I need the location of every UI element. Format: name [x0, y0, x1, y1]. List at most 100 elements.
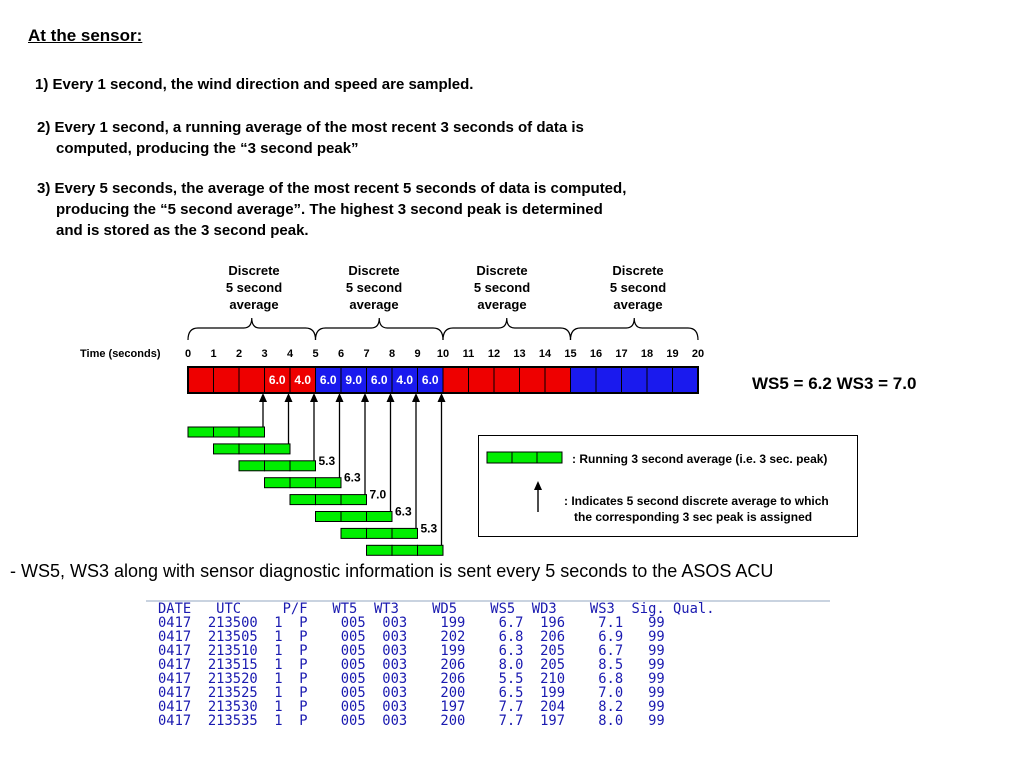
- running-average-bar: [340, 511, 367, 522]
- table-row: 0417 213510 1 P 005 003 199 6.3 205 6.7 …: [158, 643, 665, 659]
- running-average-bar: [289, 494, 316, 506]
- brace: [442, 317, 572, 341]
- legend-arrow-head: [534, 481, 542, 490]
- table-row: 0417 213505 1 P 005 003 202 6.8 206 6.9 …: [158, 629, 665, 645]
- step-2-line-1: 2) Every 1 second, a running average of …: [37, 119, 584, 136]
- table-row: 0417 213535 1 P 005 003 200 7.7 197 8.0 …: [158, 713, 665, 729]
- table-rule: [146, 600, 830, 602]
- timeline-cell: [213, 366, 240, 394]
- time-tick: 14: [538, 348, 552, 360]
- arrow-head: [412, 393, 420, 402]
- running-average-bar: [289, 477, 316, 489]
- legend-bar: [536, 451, 563, 464]
- cell-value: 4.0: [294, 373, 311, 387]
- timeline-cell: [468, 366, 495, 394]
- step-2-line-2: computed, producing the “3 second peak”: [56, 140, 359, 157]
- timeline-cell: [595, 366, 622, 394]
- running-average-bar: [213, 426, 240, 438]
- running-average-bar: [213, 443, 240, 455]
- peak-label: 6.3: [344, 471, 361, 485]
- running-average-bar: [264, 460, 291, 472]
- timeline-cell: [340, 366, 367, 394]
- timeline-border: [187, 366, 699, 394]
- step-3-line-2: producing the “5 second average”. The hi…: [56, 201, 603, 218]
- cell-value: 4.0: [396, 373, 413, 387]
- running-average-bar: [238, 443, 265, 455]
- running-average-bar: [391, 527, 418, 539]
- timeline-cell: [238, 366, 265, 394]
- legend-graphics: [486, 451, 563, 512]
- arrow-head: [284, 393, 293, 402]
- step-3-line-3: and is stored as the 3 second peak.: [56, 222, 309, 239]
- braces: [187, 317, 699, 341]
- cell-value: 6.0: [422, 373, 439, 387]
- step-1: 1) Every 1 second, the wind direction an…: [35, 76, 474, 93]
- time-tick: 15: [564, 348, 577, 360]
- running-average-bar: [315, 511, 342, 522]
- time-tick: 5: [312, 348, 319, 360]
- timeline-cell: [315, 366, 342, 394]
- legend-arrow-text-1: : Indicates 5 second discrete average to…: [564, 494, 829, 508]
- timeline-cell: [187, 366, 214, 394]
- cell-value: 6.0: [371, 373, 388, 387]
- arrow-head: [259, 393, 267, 402]
- table-row: 0417 213525 1 P 005 003 200 6.5 199 7.0 …: [158, 685, 665, 701]
- running-average-bar: [366, 511, 393, 522]
- running-average-bar: [391, 544, 418, 556]
- time-tick: 13: [513, 348, 526, 360]
- running-average-bar: [238, 426, 265, 438]
- table-row: 0417 213515 1 P 005 003 206 8.0 205 8.5 …: [158, 657, 665, 673]
- timeline-cell: [646, 366, 673, 394]
- arrow-head: [335, 393, 344, 402]
- running-average-bar: [340, 494, 367, 506]
- arrow-head: [361, 393, 369, 402]
- timeline-cell: [289, 366, 316, 394]
- arrow-head: [386, 393, 395, 402]
- time-tick: 16: [589, 348, 603, 360]
- brace: [569, 317, 699, 341]
- running-average-bar: [264, 477, 291, 489]
- time-tick: 2: [235, 348, 243, 360]
- time-tick: 19: [666, 348, 679, 360]
- heading: At the sensor:: [28, 26, 143, 45]
- cell-value: 9.0: [345, 373, 362, 387]
- time-tick: 17: [615, 348, 628, 360]
- timeline-cell: [621, 366, 648, 394]
- time-tick: 10: [436, 348, 450, 360]
- note: - WS5, WS3 along with sensor diagnostic …: [10, 561, 774, 581]
- legend-box: [478, 435, 858, 537]
- time-tick: 6: [337, 348, 345, 360]
- running-average-bar: [366, 544, 393, 556]
- running-average-bar: [315, 494, 342, 506]
- legend-arrow-text-2: the corresponding 3 sec peak is assigned: [574, 510, 813, 524]
- time-tick: 8: [388, 348, 396, 360]
- running-average-bar: [264, 443, 291, 455]
- timeline-cell: [672, 366, 699, 394]
- running-average-bar: [417, 544, 444, 556]
- cell-value: 6.0: [320, 373, 337, 387]
- timeline-cell: [519, 366, 546, 394]
- time-tick: 18: [640, 348, 654, 360]
- table-row: 0417 213500 1 P 005 003 199 6.7 196 7.1 …: [158, 615, 665, 631]
- time-tick: 3: [261, 348, 268, 360]
- time-tick: 11: [462, 348, 475, 360]
- timeline-cell: [493, 366, 520, 394]
- peak-label: 5.3: [319, 454, 336, 468]
- brace: [314, 317, 444, 341]
- summary: WS5 = 6.2 WS3 = 7.0: [752, 374, 917, 393]
- running-average-bars: 5.36.37.06.35.3: [187, 426, 444, 556]
- timeline-cell: [442, 366, 469, 394]
- arrow-head: [310, 393, 318, 402]
- step-3-line-1: 3) Every 5 seconds, the average of the m…: [37, 180, 627, 197]
- timeline-cell: [544, 366, 571, 394]
- running-average-bar: [289, 460, 316, 472]
- table-row: 0417 213520 1 P 005 003 206 5.5 210 6.8 …: [158, 671, 665, 687]
- time-tick: 4: [286, 348, 294, 360]
- peak-label: 6.3: [395, 505, 412, 519]
- arrows: [259, 393, 446, 546]
- time-axis-label: Time (seconds): [80, 348, 161, 360]
